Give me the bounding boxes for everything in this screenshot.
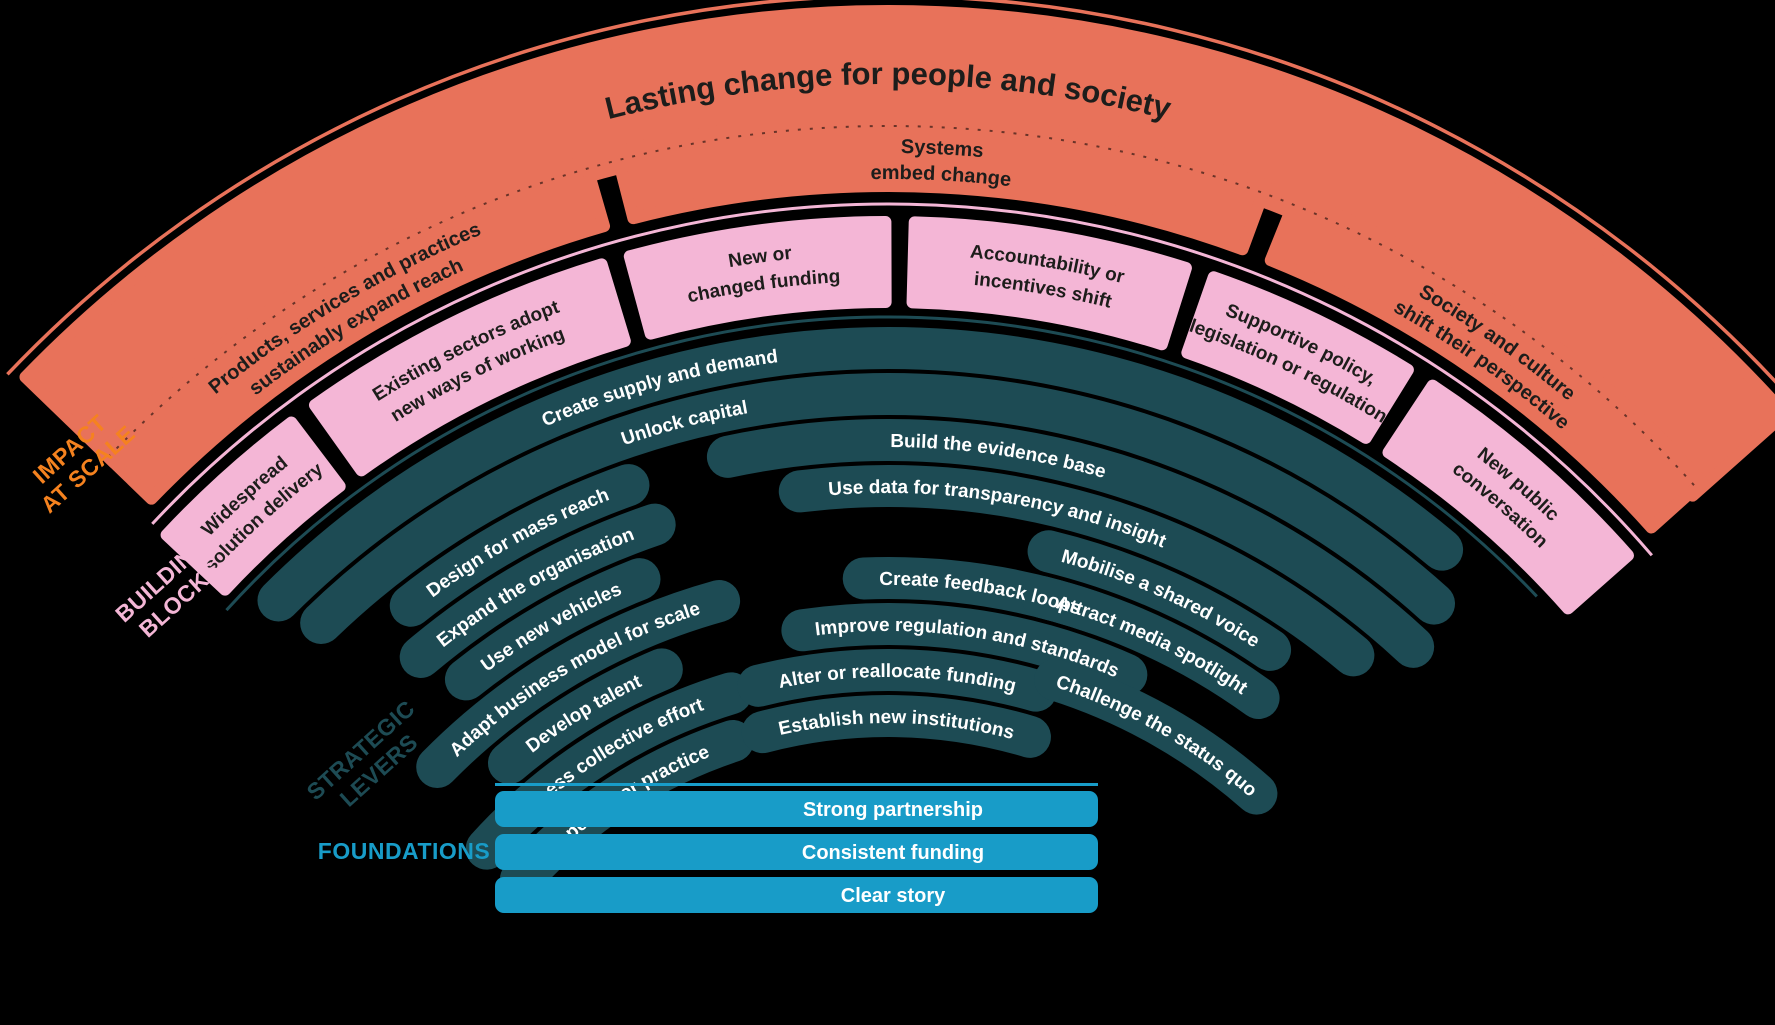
segment-label-systems: Systems xyxy=(901,136,985,162)
segment-widespread xyxy=(160,416,346,596)
segment-lasting-change-for-people-and-society xyxy=(19,5,1775,502)
lever-pill-design-for-mass-reach xyxy=(389,464,650,627)
segment-products-services-and-practices xyxy=(96,154,611,505)
building-blocks-accent-arc-pink xyxy=(151,202,1653,557)
segment-supportive-policy xyxy=(1181,271,1414,444)
segment-society-and-culture xyxy=(1264,191,1709,534)
segment-existing-sectors-adopt xyxy=(308,258,631,477)
lever-pill-use-new-vehicles xyxy=(444,558,661,701)
lever-pill-establish-new-institutions xyxy=(741,695,1051,758)
lever-pill-mobilise-a-shared-voice xyxy=(1027,530,1292,671)
foundation-bar-label-clear-story: Clear story xyxy=(841,885,946,907)
outer-accent-arc-orange xyxy=(6,0,1775,384)
foundation-bar-label-strong-partnership: Strong partnership xyxy=(803,799,983,821)
lever-pill-improve-regulation-and-standards xyxy=(781,603,1148,696)
foundation-top-line xyxy=(495,783,1098,786)
segment-new-or xyxy=(623,216,892,340)
foundation-bar-label-consistent-funding: Consistent funding xyxy=(802,842,984,864)
segment-systems xyxy=(610,112,1272,256)
side-label-foundations: FOUNDATIONS xyxy=(318,838,490,864)
lever-pill-attract-media-spotlight xyxy=(1020,576,1280,720)
foundation-bar-strong-partnership xyxy=(495,791,1098,827)
lever-pill-challenge-the-status-quo xyxy=(1034,658,1278,815)
foundation-bar-clear-story xyxy=(495,877,1098,913)
lever-pill-alter-or-reallocate-funding xyxy=(737,649,1057,712)
levers-accent-arc-teal xyxy=(225,315,1538,612)
segment-accountability-or xyxy=(906,216,1192,351)
lever-pill-use-data-for-transparency-and-insight xyxy=(778,465,1375,677)
segment-new-public xyxy=(1382,379,1634,615)
lever-pill-create-supply-and-demand xyxy=(257,327,1464,622)
lever-pill-develop-talent xyxy=(487,648,683,785)
lever-pill-adapt-business-model-for-scale xyxy=(416,579,741,789)
lever-pill-unlock-capital xyxy=(300,373,1456,645)
lever-pill-build-the-evidence-base xyxy=(706,419,1435,668)
foundation-bar-consistent-funding xyxy=(495,834,1098,870)
lever-pill-expand-the-organisation xyxy=(399,503,676,679)
